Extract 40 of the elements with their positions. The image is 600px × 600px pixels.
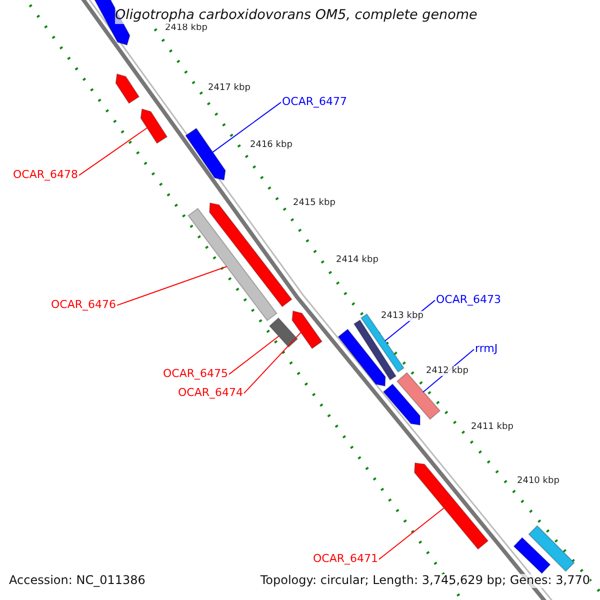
gene-feature [140, 108, 168, 144]
gene-feature [292, 310, 323, 350]
tick-label: 2415 kbp [293, 198, 336, 208]
tick-label: 2413 kbp [381, 311, 424, 322]
gene-label: OCAR_6471 [312, 553, 378, 566]
tick-label: 2410 kbp [517, 476, 560, 486]
tick-label: 2414 kbp [336, 255, 378, 266]
tick-label: 2416 kbp [250, 140, 292, 150]
gene-label: OCAR_6475 [162, 368, 228, 381]
gene-bar [528, 525, 575, 572]
leader-line [116, 266, 228, 306]
gene-bar [360, 313, 405, 373]
gene-feature [382, 383, 420, 426]
gene-bar [268, 317, 298, 348]
tick-label: 2418 kbp [165, 23, 208, 34]
gene-label: OCAR_6477 [282, 96, 348, 109]
gene-feature [338, 328, 386, 387]
leader-line [244, 332, 302, 394]
leader-line [378, 507, 445, 560]
tick-label: 2411 kbp [471, 422, 514, 432]
gene-label: OCAR_6473 [436, 294, 502, 307]
title: Oligotropha carboxidovorans OM5, complete genome [115, 8, 478, 24]
gene-label: OCAR_6478 [12, 169, 78, 182]
tick-label: 2412 kbp [426, 366, 468, 376]
gene-bar [396, 372, 441, 420]
gene-feature [115, 73, 140, 104]
leader-line [228, 335, 280, 375]
gene-label: OCAR_6474 [178, 387, 243, 400]
accession-text: Accession: NC_011386 [9, 574, 146, 588]
tick-label: 2417 kbp [208, 83, 250, 94]
gene-feature [184, 128, 226, 181]
gene-feature [414, 462, 489, 550]
gene-label: OCAR_6476 [50, 299, 116, 312]
leader-line [78, 127, 148, 176]
gene-label: rrmJ [475, 343, 498, 356]
gene-bar [188, 208, 278, 322]
genome-info-text: Topology: circular; Length: 3,745,629 bp; Genes: 3,770 [260, 574, 590, 588]
gene-feature [209, 202, 292, 308]
gene-bar [353, 319, 397, 381]
leader-line [212, 102, 282, 153]
